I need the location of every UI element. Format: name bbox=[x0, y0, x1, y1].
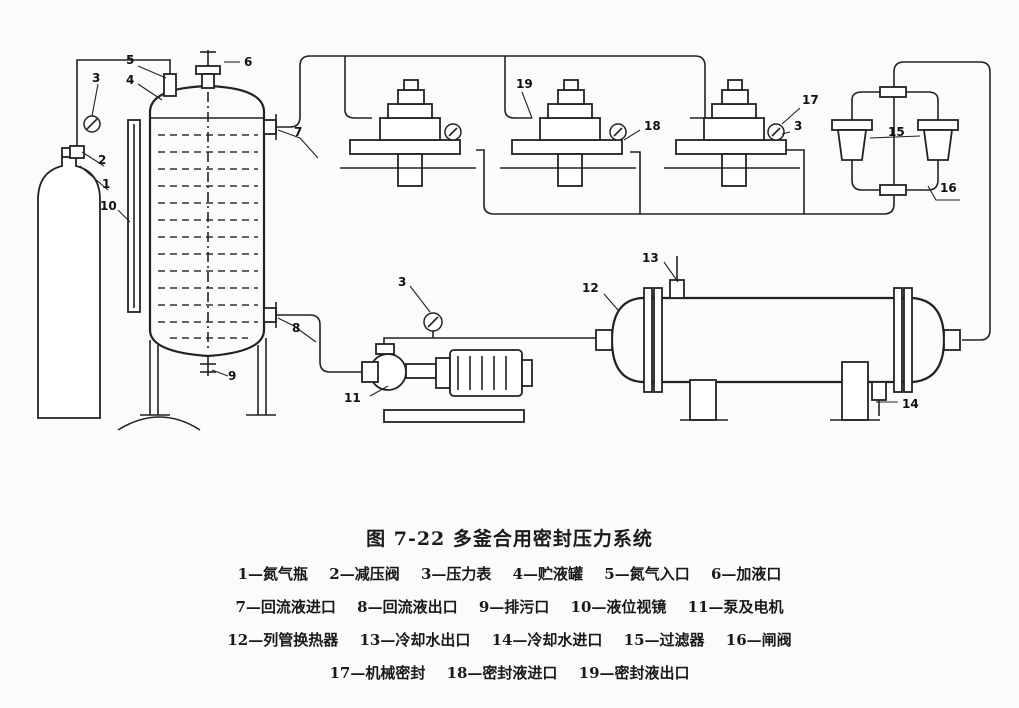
nitrogen-inlet bbox=[163, 73, 177, 97]
drain-outlet bbox=[200, 356, 216, 376]
callout-11: 11 bbox=[344, 391, 361, 405]
callout-14: 14 bbox=[902, 397, 919, 411]
fill-port bbox=[195, 50, 221, 89]
pump-discharge-pipe bbox=[383, 337, 600, 350]
callout-labels: 1 2 3 4 5 6 7 8 9 10 11 12 13 14 15 16 1… bbox=[92, 53, 957, 411]
figure-caption: 图 7-22 多釜合用密封压力系统 1—氮气瓶 2—减压阀 3—压力表 4—贮液… bbox=[0, 524, 1019, 695]
cooling-water-outlet bbox=[669, 256, 685, 299]
legend-item: 15—过滤器 bbox=[623, 631, 705, 649]
legend-item: 19—密封液出口 bbox=[578, 664, 690, 682]
legend-item: 14—冷却水进口 bbox=[491, 631, 603, 649]
legend-item: 5—氮气入口 bbox=[604, 565, 690, 583]
nitrogen-cylinder bbox=[37, 147, 101, 419]
callout-7: 7 bbox=[294, 125, 302, 139]
legend-item: 3—压力表 bbox=[420, 565, 492, 583]
callout-10: 10 bbox=[100, 199, 117, 213]
callout-6: 6 bbox=[244, 55, 252, 69]
pressure-gauge-seal-2 bbox=[609, 123, 627, 141]
tank-liquid-dashes bbox=[158, 92, 258, 350]
legend-line-3: 12—列管换热器 13—冷却水出口 14—冷却水进口 15—过滤器 16—闸阀 bbox=[0, 629, 1019, 650]
legend-item: 12—列管换热器 bbox=[227, 631, 339, 649]
sealing-pressure-system-diagram: 1 2 3 4 5 6 7 8 9 10 11 12 13 14 15 16 1… bbox=[37, 50, 991, 431]
legend-item: 8—回流液出口 bbox=[357, 598, 458, 616]
callout-3-seal: 3 bbox=[794, 119, 802, 133]
legend-item: 1—氮气瓶 bbox=[237, 565, 309, 583]
callout-9: 9 bbox=[228, 369, 236, 383]
legend-line-2: 7—回流液进口 8—回流液出口 9—排污口 10—液位视镜 11—泵及电机 bbox=[0, 596, 1019, 617]
legend-item: 7—回流液进口 bbox=[235, 598, 336, 616]
pressure-gauge-nitrogen bbox=[83, 115, 101, 133]
gate-valve-top bbox=[879, 86, 907, 98]
legend-item: 6—加液口 bbox=[710, 565, 782, 583]
legend-item: 17—机械密封 bbox=[329, 664, 426, 682]
pump-and-motor bbox=[361, 343, 533, 423]
legend-line-1: 1—氮气瓶 2—减压阀 3—压力表 4—贮液罐 5—氮气入口 6—加液口 bbox=[0, 563, 1019, 584]
legend-line-4: 17—机械密封 18—密封液进口 19—密封液出口 bbox=[0, 662, 1019, 683]
pressure-reducer-valve bbox=[69, 130, 85, 159]
callout-18: 18 bbox=[644, 119, 661, 133]
callout-19: 19 bbox=[516, 77, 533, 91]
legend-item: 2—减压阀 bbox=[329, 565, 400, 583]
filter-left bbox=[831, 91, 880, 191]
callout-8: 8 bbox=[292, 321, 300, 335]
mechanical-seal-2 bbox=[500, 79, 636, 187]
callout-3-pump: 3 bbox=[398, 275, 406, 289]
callout-1: 1 bbox=[102, 177, 110, 191]
return-outlet-nozzle bbox=[263, 302, 277, 328]
pressure-gauge-seal-1 bbox=[444, 123, 462, 141]
callout-2: 2 bbox=[98, 153, 106, 167]
callout-16: 16 bbox=[940, 181, 957, 195]
callout-13: 13 bbox=[642, 251, 659, 265]
legend-item: 18—密封液进口 bbox=[446, 664, 558, 682]
supply-header-pipe bbox=[476, 61, 991, 341]
legend-item: 16—闸阀 bbox=[725, 631, 792, 649]
callout-15: 15 bbox=[888, 125, 905, 139]
filter-right bbox=[906, 91, 959, 191]
legend-item: 13—冷却水出口 bbox=[359, 631, 471, 649]
pressure-gauge-pump bbox=[423, 312, 443, 338]
callout-17: 17 bbox=[802, 93, 819, 107]
pump-suction-pipe bbox=[276, 314, 362, 373]
storage-tank bbox=[117, 84, 276, 431]
callout-5: 5 bbox=[126, 53, 134, 67]
callout-12: 12 bbox=[582, 281, 599, 295]
return-inlet-nozzle bbox=[263, 114, 277, 140]
legend-item: 4—贮液罐 bbox=[512, 565, 584, 583]
figure-title: 图 7-22 多釜合用密封压力系统 bbox=[366, 528, 653, 550]
legend-item: 11—泵及电机 bbox=[687, 598, 784, 616]
callout-4: 4 bbox=[126, 73, 134, 87]
callout-3-nitrogen: 3 bbox=[92, 71, 100, 85]
gate-valve-bottom bbox=[879, 184, 907, 196]
legend-item: 10—液位视镜 bbox=[570, 598, 667, 616]
level-sight-glass bbox=[127, 119, 141, 313]
cooling-water-inlet bbox=[871, 381, 887, 416]
legend-item: 9—排污口 bbox=[478, 598, 550, 616]
mechanical-seal-3 bbox=[664, 79, 800, 187]
pressure-gauge-seal-3 bbox=[767, 123, 785, 141]
mechanical-seal-1 bbox=[340, 79, 476, 187]
return-header-pipe bbox=[276, 55, 706, 128]
shell-tube-heat-exchanger bbox=[595, 287, 961, 421]
